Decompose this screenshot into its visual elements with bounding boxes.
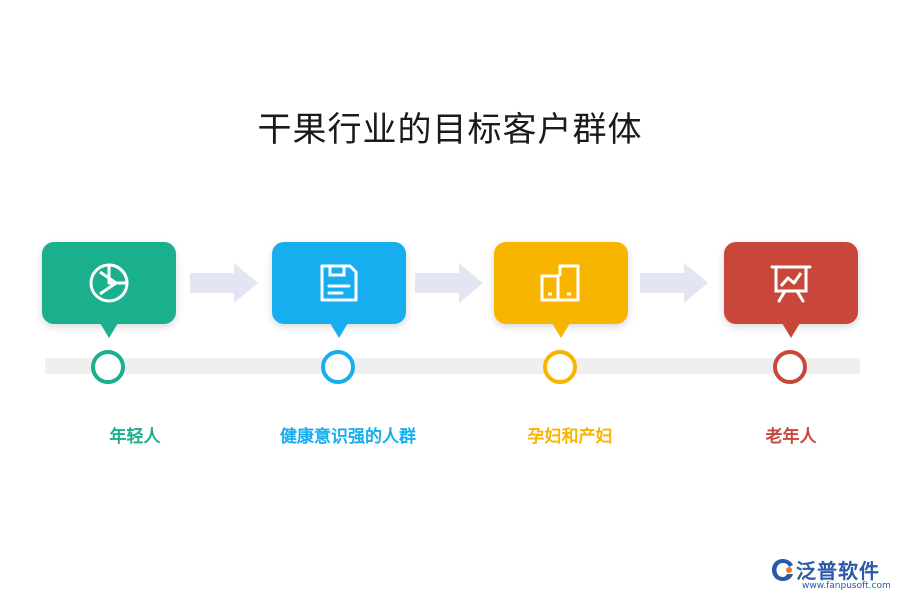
timeline-track	[45, 358, 860, 374]
devices-icon	[538, 260, 584, 306]
step-card-3	[494, 242, 628, 338]
presentation-chart-icon	[768, 260, 814, 306]
arrow-right-icon	[415, 263, 483, 303]
timeline-node-4	[773, 350, 807, 384]
step-label-3: 孕妇和产妇	[527, 427, 613, 447]
step-card-4	[724, 242, 858, 338]
step-label-4: 老年人	[765, 427, 817, 447]
step-card-2	[272, 242, 406, 338]
timeline-node-2	[321, 350, 355, 384]
timeline-node-3	[543, 350, 577, 384]
step-card-1	[42, 242, 176, 338]
document-icon	[316, 260, 362, 306]
arrow-right-icon	[190, 263, 258, 303]
page-title: 干果行业的目标客户群体	[257, 110, 643, 150]
step-label-2: 健康意识强的人群	[280, 427, 416, 447]
timeline-node-1	[91, 350, 125, 384]
brand-logo-icon	[772, 559, 793, 581]
brand-name: 泛普软件	[796, 559, 880, 583]
pie-chart-icon	[86, 260, 132, 306]
brand-url: www.fanpusoft.com	[802, 581, 891, 591]
step-label-1: 年轻人	[109, 427, 161, 447]
arrow-right-icon	[640, 263, 708, 303]
brand-watermark: 泛普软件 www.fanpusoft.com	[770, 555, 895, 595]
